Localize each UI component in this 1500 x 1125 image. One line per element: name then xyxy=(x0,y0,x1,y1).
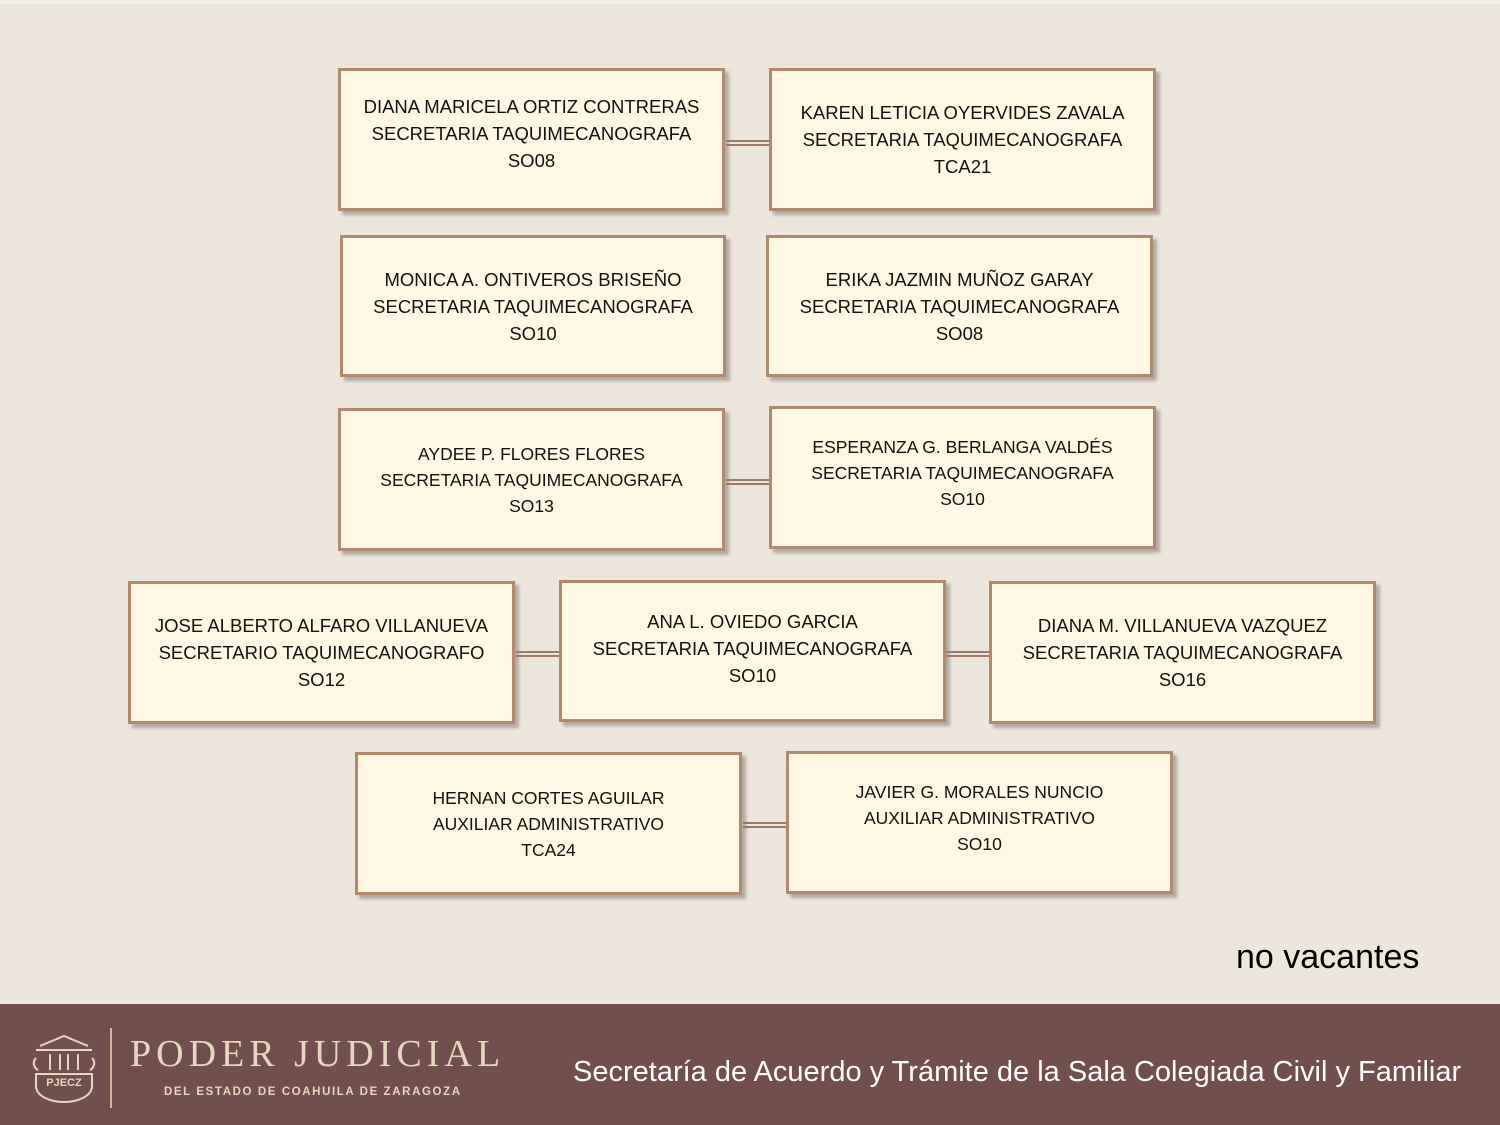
org-box: ERIKA JAZMIN MUÑOZ GARAY SECRETARIA TAQU… xyxy=(766,235,1153,377)
person-name: KAREN LETICIA OYERVIDES ZAVALA xyxy=(800,102,1125,123)
org-subtitle: DEL ESTADO DE COAHUILA DE ZARAGOZA xyxy=(164,1086,462,1098)
connector-line xyxy=(946,651,990,657)
logo-divider xyxy=(110,1028,112,1108)
position-code: TCA21 xyxy=(933,156,992,177)
footer-bar: PJECZ PODER JUDICIAL DEL ESTADO DE COAHU… xyxy=(0,1004,1500,1125)
person-name: ERIKA JAZMIN MUÑOZ GARAY xyxy=(825,268,1094,290)
person-role: SECRETARIA TAQUIMECANOGRAFA xyxy=(371,123,692,144)
person-name: JAVIER G. MORALES NUNCIO xyxy=(855,781,1104,802)
person-name: JOSE ALBERTO ALFARO VILLANUEVA xyxy=(154,615,489,636)
connector-line xyxy=(726,140,770,146)
org-box: ANA L. OVIEDO GARCIA SECRETARIA TAQUIMEC… xyxy=(559,580,946,722)
person-role: SECRETARIA TAQUIMECANOGRAFA xyxy=(802,129,1123,150)
connector-line xyxy=(743,822,788,828)
person-name: ANA L. OVIEDO GARCIA xyxy=(647,610,858,632)
judicial-emblem-icon: PJECZ xyxy=(32,1034,96,1104)
vacancy-note: no vacantes xyxy=(1236,938,1420,976)
person-name: MONICA A. ONTIVEROS BRISEÑO xyxy=(384,268,682,290)
top-edge xyxy=(0,0,1500,4)
position-code: SO16 xyxy=(1158,669,1207,690)
person-role: SECRETARIA TAQUIMECANOGRAFA xyxy=(1022,642,1343,663)
person-role: SECRETARIA TAQUIMECANOGRAFA xyxy=(380,469,683,490)
person-name: AYDEE P. FLORES FLORES xyxy=(418,443,645,464)
footer-title: Secretaría de Acuerdo y Trámite de la Sa… xyxy=(573,1056,1462,1088)
person-role: SECRETARIO TAQUIMECANOGRAFO xyxy=(158,642,485,663)
connector-line xyxy=(516,651,560,657)
position-code: SO08 xyxy=(935,322,984,344)
org-box: AYDEE P. FLORES FLORES SECRETARIA TAQUIM… xyxy=(338,408,725,551)
person-name: DIANA MARICELA ORTIZ CONTRERAS xyxy=(363,96,700,117)
person-role: SECRETARIA TAQUIMECANOGRAFA xyxy=(799,295,1120,317)
person-role: AUXILIAR ADMINISTRATIVO xyxy=(432,813,665,834)
org-box: HERNAN CORTES AGUILAR AUXILIAR ADMINISTR… xyxy=(355,752,742,895)
position-code: SO12 xyxy=(297,669,346,690)
org-box: DIANA M. VILLANUEVA VAZQUEZ SECRETARIA T… xyxy=(989,581,1376,724)
position-code: SO08 xyxy=(507,150,556,171)
org-box: ESPERANZA G. BERLANGA VALDÉS SECRETARIA … xyxy=(769,406,1156,549)
org-box: KAREN LETICIA OYERVIDES ZAVALA SECRETARI… xyxy=(769,68,1156,211)
position-code: SO10 xyxy=(957,833,1002,854)
org-box: JAVIER G. MORALES NUNCIO AUXILIAR ADMINI… xyxy=(786,751,1173,894)
org-box: DIANA MARICELA ORTIZ CONTRERAS SECRETARI… xyxy=(338,68,725,211)
connector-line xyxy=(726,479,772,485)
person-role: SECRETARIA TAQUIMECANOGRAFA xyxy=(592,637,913,659)
org-name: PODER JUDICIAL xyxy=(130,1033,506,1075)
person-name: HERNAN CORTES AGUILAR xyxy=(432,787,665,808)
emblem-text: PJECZ xyxy=(46,1077,82,1089)
position-code: TCA24 xyxy=(521,839,576,860)
position-code: SO10 xyxy=(509,322,557,344)
org-box: MONICA A. ONTIVEROS BRISEÑO SECRETARIA T… xyxy=(340,235,726,377)
org-box: JOSE ALBERTO ALFARO VILLANUEVA SECRETARI… xyxy=(128,581,515,724)
person-role: SECRETARIA TAQUIMECANOGRAFA xyxy=(373,295,693,317)
person-name: ESPERANZA G. BERLANGA VALDÉS xyxy=(812,436,1113,457)
position-code: SO10 xyxy=(940,488,985,509)
position-code: SO10 xyxy=(728,664,777,686)
person-name: DIANA M. VILLANUEVA VAZQUEZ xyxy=(1037,615,1328,636)
person-role: SECRETARIA TAQUIMECANOGRAFA xyxy=(811,462,1114,483)
position-code: SO13 xyxy=(509,495,554,516)
person-role: AUXILIAR ADMINISTRATIVO xyxy=(863,807,1096,828)
